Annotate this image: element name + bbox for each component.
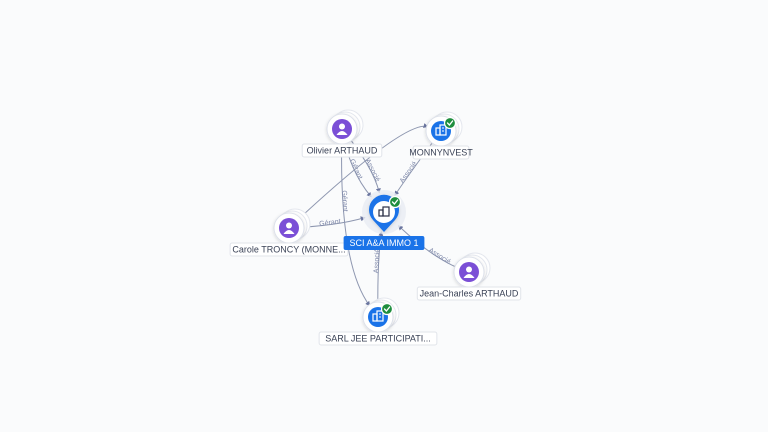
node-label: MONNYNVEST <box>409 148 473 158</box>
verified-check-icon <box>388 195 402 209</box>
edge-label: Gérant <box>319 218 341 228</box>
nodes-layer: Olivier ARTHAUD MONNYNVEST Carole TRONCY (… <box>229 109 522 346</box>
node-label: Jean-Charles ARTHAUD <box>420 289 519 299</box>
person-icon <box>279 218 299 238</box>
node-carole[interactable]: Carole TRONCY (MONNE... <box>229 208 349 257</box>
edge-label: Gérant <box>340 190 348 212</box>
person-icon <box>459 262 479 282</box>
center-node[interactable]: SCI A&A IMMO 1 <box>343 190 425 250</box>
node-olivier[interactable]: Olivier ARTHAUD <box>301 109 383 158</box>
node-jeancharles[interactable]: Jean-Charles ARTHAUD <box>416 252 522 301</box>
node-label: SARL JEE PARTICIPATI... <box>325 334 431 344</box>
node-label: Olivier ARTHAUD <box>307 146 378 156</box>
node-label: Carole TRONCY (MONNE... <box>232 245 345 255</box>
edge-label: Associé <box>373 248 381 273</box>
edge-label: Associé <box>364 158 382 183</box>
building-icon <box>378 206 390 217</box>
edge-label: Associé <box>427 247 452 266</box>
edge-label: Associé <box>399 161 419 185</box>
verified-check-icon <box>380 302 394 316</box>
node-sarljee[interactable]: SARL JEE PARTICIPATI... <box>318 297 438 346</box>
verified-check-icon <box>443 116 457 130</box>
person-icon <box>332 119 352 139</box>
node-monnynvest[interactable]: MONNYNVEST <box>409 111 473 160</box>
center-node-label: SCI A&A IMMO 1 <box>349 238 418 248</box>
